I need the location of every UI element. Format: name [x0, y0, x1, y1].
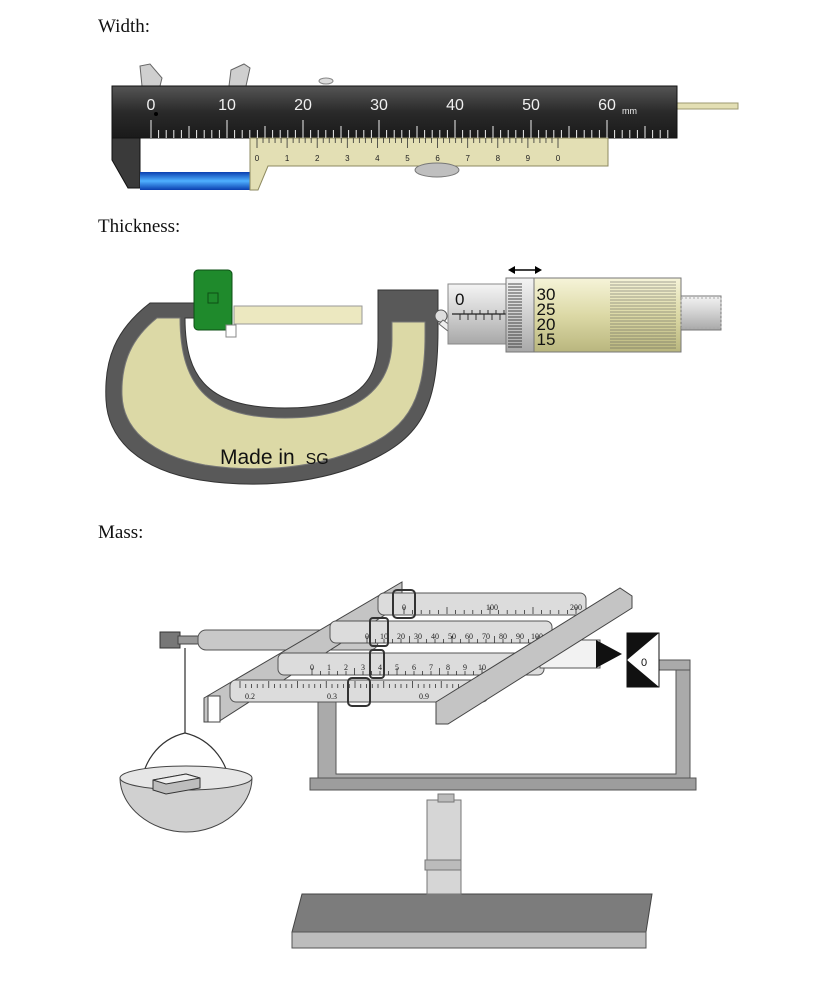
thumb-screw	[318, 77, 334, 85]
beam3-number: 10	[478, 663, 486, 672]
beam3-number: 7	[429, 663, 433, 672]
beam1-number: 200	[570, 603, 582, 612]
beam3-number: 3	[361, 663, 365, 672]
beam1-number: 0	[402, 603, 406, 612]
thimble-knurl	[610, 281, 676, 349]
beam2-number: 40	[431, 632, 439, 641]
thimble-number: 25	[537, 300, 556, 319]
vernier-caliper: 0 10 20 30 40 50 60 mm 0 1 2 3 4 5 6 7 8 9 0	[111, 63, 739, 191]
beam2-rider	[369, 617, 389, 647]
spindle	[233, 305, 363, 325]
pointer-tip	[596, 640, 622, 668]
svg-text:Made in SG: Made in SG	[220, 446, 329, 469]
beam3-number: 9	[463, 663, 467, 672]
anvil-mark	[207, 292, 219, 304]
frame-inner	[121, 317, 426, 470]
main-scale-ticks	[150, 120, 669, 138]
beam1-rider	[392, 589, 416, 619]
beam2-number: 100	[531, 632, 543, 641]
frame-text-small: SG	[306, 451, 329, 468]
main-scale-number: 10	[218, 97, 236, 114]
thimble-number: 30	[537, 285, 556, 304]
main-scale-number: 0	[147, 97, 156, 114]
beam2-number: 20	[397, 632, 405, 641]
vernier-number: 9	[526, 154, 531, 163]
unit-label: mm	[622, 106, 637, 116]
hanger-block	[159, 631, 181, 649]
upper-sliding-jaw	[228, 63, 251, 87]
vernier-number: 4	[375, 154, 380, 163]
vernier-number: 2	[315, 154, 320, 163]
main-scale-number: 60	[598, 97, 616, 114]
thimble-ticks	[508, 283, 522, 348]
beam2-number: 60	[465, 632, 473, 641]
main-scale-numbers: 0 10 20 30 40 50 60	[147, 97, 616, 114]
vernier-number: 7	[465, 154, 470, 163]
mass-label: Mass:	[98, 522, 144, 543]
caliper-dot	[154, 112, 158, 116]
vernier-ticks	[256, 138, 559, 148]
beam3-number: 2	[344, 663, 348, 672]
measured-object	[140, 172, 250, 190]
vernier-number: 5	[405, 154, 410, 163]
sleeve-zero: 0	[455, 290, 464, 309]
beam4-number: 0.2	[245, 692, 255, 701]
pan	[119, 777, 253, 833]
beam2-number: 80	[499, 632, 507, 641]
front-rail	[435, 587, 633, 725]
vernier-number: 6	[435, 154, 440, 163]
beam4-number: 0.3	[327, 692, 337, 701]
main-scale-number: 50	[522, 97, 540, 114]
vernier-number: 1	[285, 154, 290, 163]
fine-adjust-wheel	[414, 162, 460, 178]
ratchet	[680, 295, 722, 331]
main-scale-number: 40	[446, 97, 464, 114]
depth-rod	[675, 102, 739, 110]
vernier-number: 3	[345, 154, 350, 163]
beam1-number: 100	[486, 603, 498, 612]
thimble-number: 20	[537, 315, 556, 334]
main-scale-number: 30	[370, 97, 388, 114]
beam4-number: 0.9	[419, 692, 429, 701]
beam3-number: 1	[327, 663, 331, 672]
balance-base	[291, 893, 653, 933]
beam2-number: 70	[482, 632, 490, 641]
beam3-number: 8	[446, 663, 450, 672]
beam2-number: 0	[365, 632, 369, 641]
beam3-rider	[369, 649, 385, 679]
vernier-number: 0	[255, 154, 260, 163]
width-label: Width:	[98, 16, 151, 37]
upper-fixed-jaw	[139, 63, 163, 87]
beam2-number: 30	[414, 632, 422, 641]
beam3-number: 6	[412, 663, 416, 672]
beam2-number: 50	[448, 632, 456, 641]
thimble-number: 15	[537, 330, 556, 349]
frame-text: Made in	[220, 446, 295, 469]
beam2-number: 10	[380, 632, 388, 641]
beam3-number: 4	[378, 663, 382, 672]
beam4-rider	[347, 677, 371, 707]
thickness-label: Thickness:	[98, 216, 181, 237]
vernier-numbers: 0 1 2 3 4 5 6 7 8 9 0	[255, 154, 561, 163]
vernier-number: 0	[556, 154, 561, 163]
main-scale-bar	[111, 85, 678, 139]
anvil	[193, 269, 233, 331]
main-scale-number: 20	[294, 97, 312, 114]
beam2-number: 90	[516, 632, 524, 641]
lock-nut	[434, 309, 448, 323]
beam3-number: 5	[395, 663, 399, 672]
sleeve-ticks	[459, 310, 505, 320]
pillar	[426, 799, 462, 895]
vernier-number: 8	[496, 154, 501, 163]
beam3-number: 0	[310, 663, 314, 672]
zero-mark: 0	[641, 657, 647, 669]
lower-fixed-jaw	[111, 137, 141, 189]
beam-1	[377, 592, 587, 616]
